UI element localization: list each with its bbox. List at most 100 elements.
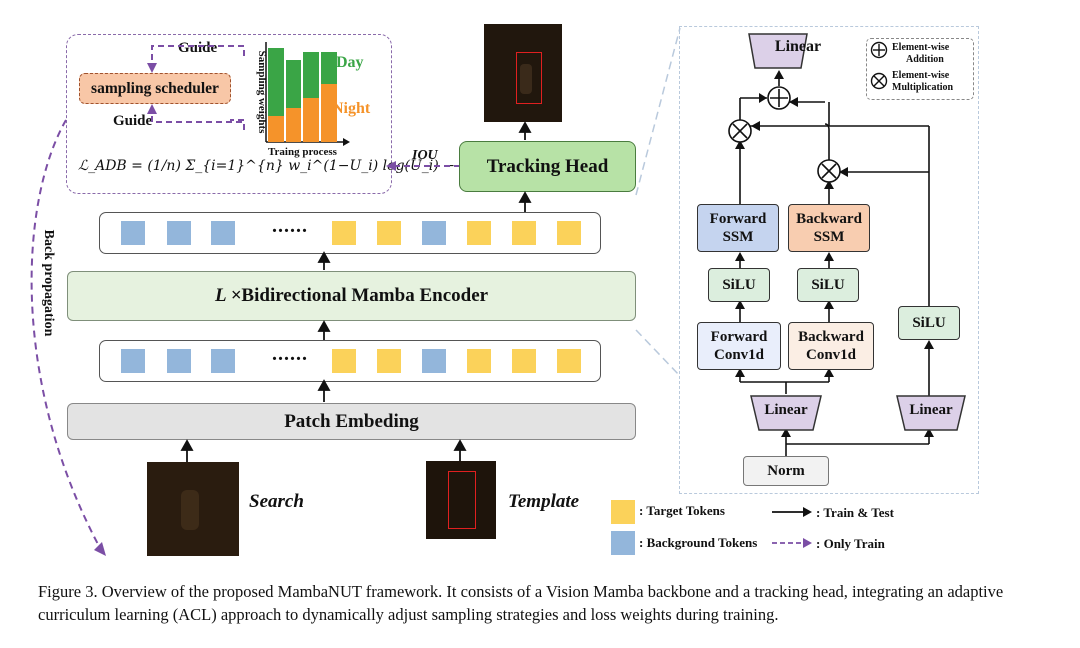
legend-background-swatch xyxy=(611,531,635,555)
main-flow-arrows xyxy=(180,121,532,462)
linear-top-label: Linear xyxy=(774,38,822,55)
token-background xyxy=(121,221,145,245)
token-background xyxy=(121,349,145,373)
curriculum-region xyxy=(66,34,392,194)
token-target xyxy=(467,221,491,245)
encoder-label: Bidirectional Mamba Encoder xyxy=(241,285,489,306)
iou-arrow xyxy=(386,161,460,171)
linear-top-shape xyxy=(748,33,808,69)
token-background xyxy=(167,349,191,373)
sampling-weights-chart xyxy=(265,42,350,146)
output-token-bar: ...... xyxy=(99,212,601,254)
legend-target-swatch xyxy=(611,500,635,524)
token-target xyxy=(557,221,581,245)
night-label: Night xyxy=(332,100,371,117)
legend-multiply-icon xyxy=(870,72,888,90)
token-target xyxy=(557,349,581,373)
guide-top-label: Guide xyxy=(178,40,218,56)
mamba-block-wiring xyxy=(728,33,966,456)
legend-train-test-text: : Train & Test xyxy=(816,505,894,520)
back-propagation-arrow xyxy=(30,119,106,556)
training-process-label: Traing process xyxy=(268,146,337,158)
norm-label: Norm xyxy=(767,463,805,479)
legend-target-text: : Target Tokens xyxy=(639,503,725,518)
template-target-box xyxy=(448,471,476,529)
patch-embedding-block: Patch Embeding xyxy=(67,403,636,440)
token-target xyxy=(512,349,536,373)
chart-bar-3 xyxy=(303,52,319,142)
token-background xyxy=(167,221,191,245)
token-target xyxy=(377,349,401,373)
mamba-block-detail xyxy=(679,26,979,494)
linear-right-shape xyxy=(896,395,966,431)
legend-background-text: : Background Tokens xyxy=(639,535,758,550)
sampling-scheduler-box: sampling scheduler xyxy=(79,73,231,104)
legend-multiply-text-2: Multiplication xyxy=(892,82,954,93)
legend-add-text-2: Addition xyxy=(906,54,944,65)
token-ellipsis: ...... xyxy=(272,343,308,365)
encoder-prefix: L × xyxy=(214,285,242,306)
token-ellipsis: ...... xyxy=(272,215,308,237)
norm-block: Norm xyxy=(743,456,829,486)
output-target-box xyxy=(516,52,542,104)
legend-multiply-text-1: Element-wise xyxy=(892,70,950,81)
chart-bar-4 xyxy=(321,52,337,142)
template-image xyxy=(426,461,496,539)
legend-dashed-arrow xyxy=(772,538,812,548)
token-background xyxy=(422,221,446,245)
chart-bar-1 xyxy=(268,48,284,142)
silu-mid-label: SiLU xyxy=(811,277,845,293)
tracking-head-label: Tracking Head xyxy=(486,155,609,177)
token-target xyxy=(332,349,356,373)
tracking-head-block: Tracking Head xyxy=(459,141,636,192)
mamba-encoder-block: L × Bidirectional Mamba Encoder xyxy=(67,271,636,321)
day-label: Day xyxy=(336,54,364,71)
guide-bottom-label: Guide xyxy=(113,113,153,129)
silu-mid-block: SiLU xyxy=(797,268,859,302)
sampling-scheduler-label: sampling scheduler xyxy=(91,79,219,97)
token-target xyxy=(512,221,536,245)
legend-add-icon xyxy=(870,41,888,59)
search-label: Search xyxy=(249,491,304,512)
silu-right-label: SiLU xyxy=(912,315,946,331)
token-background xyxy=(422,349,446,373)
legend-solid-arrow xyxy=(772,507,812,517)
backward-conv-l1: Backward xyxy=(798,329,864,345)
figure-caption: Figure 3. Overview of the proposed Mamba… xyxy=(38,582,1004,624)
forward-ssm-l1: Forward xyxy=(709,211,767,227)
token-background xyxy=(211,349,235,373)
forward-ssm-l2: SSM xyxy=(722,229,754,245)
iou-label: IOU xyxy=(412,148,438,163)
linear-right-label: Linear xyxy=(909,402,953,418)
token-target xyxy=(467,349,491,373)
backward-ssm-l2: SSM xyxy=(813,229,845,245)
forward-conv-l2: Conv1d xyxy=(713,347,765,363)
backward-ssm-l1: Backward xyxy=(796,211,862,227)
guide-arrows xyxy=(147,45,245,130)
chart-bar-2 xyxy=(286,60,301,142)
silu-left-block: SiLU xyxy=(708,268,770,302)
multiply-operator-backward xyxy=(817,159,841,183)
silu-right-block: SiLU xyxy=(898,306,960,340)
backward-conv-l2: Conv1d xyxy=(805,347,857,363)
token-target xyxy=(332,221,356,245)
token-target xyxy=(377,221,401,245)
token-background xyxy=(211,221,235,245)
output-frame-image xyxy=(484,24,562,122)
forward-conv-l1: Forward xyxy=(710,329,768,345)
linear-left-label: Linear xyxy=(764,402,808,418)
template-label: Template xyxy=(508,491,580,512)
operator-legend xyxy=(866,38,974,100)
input-token-bar: ...... xyxy=(99,340,601,382)
legend-add-text-1: Element-wise xyxy=(892,42,950,53)
legend-only-train-text: : Only Train xyxy=(816,536,885,551)
search-image xyxy=(147,462,239,556)
patch-embedding-label: Patch Embeding xyxy=(284,410,419,432)
multiply-operator-forward xyxy=(728,119,752,143)
add-operator xyxy=(767,86,791,110)
